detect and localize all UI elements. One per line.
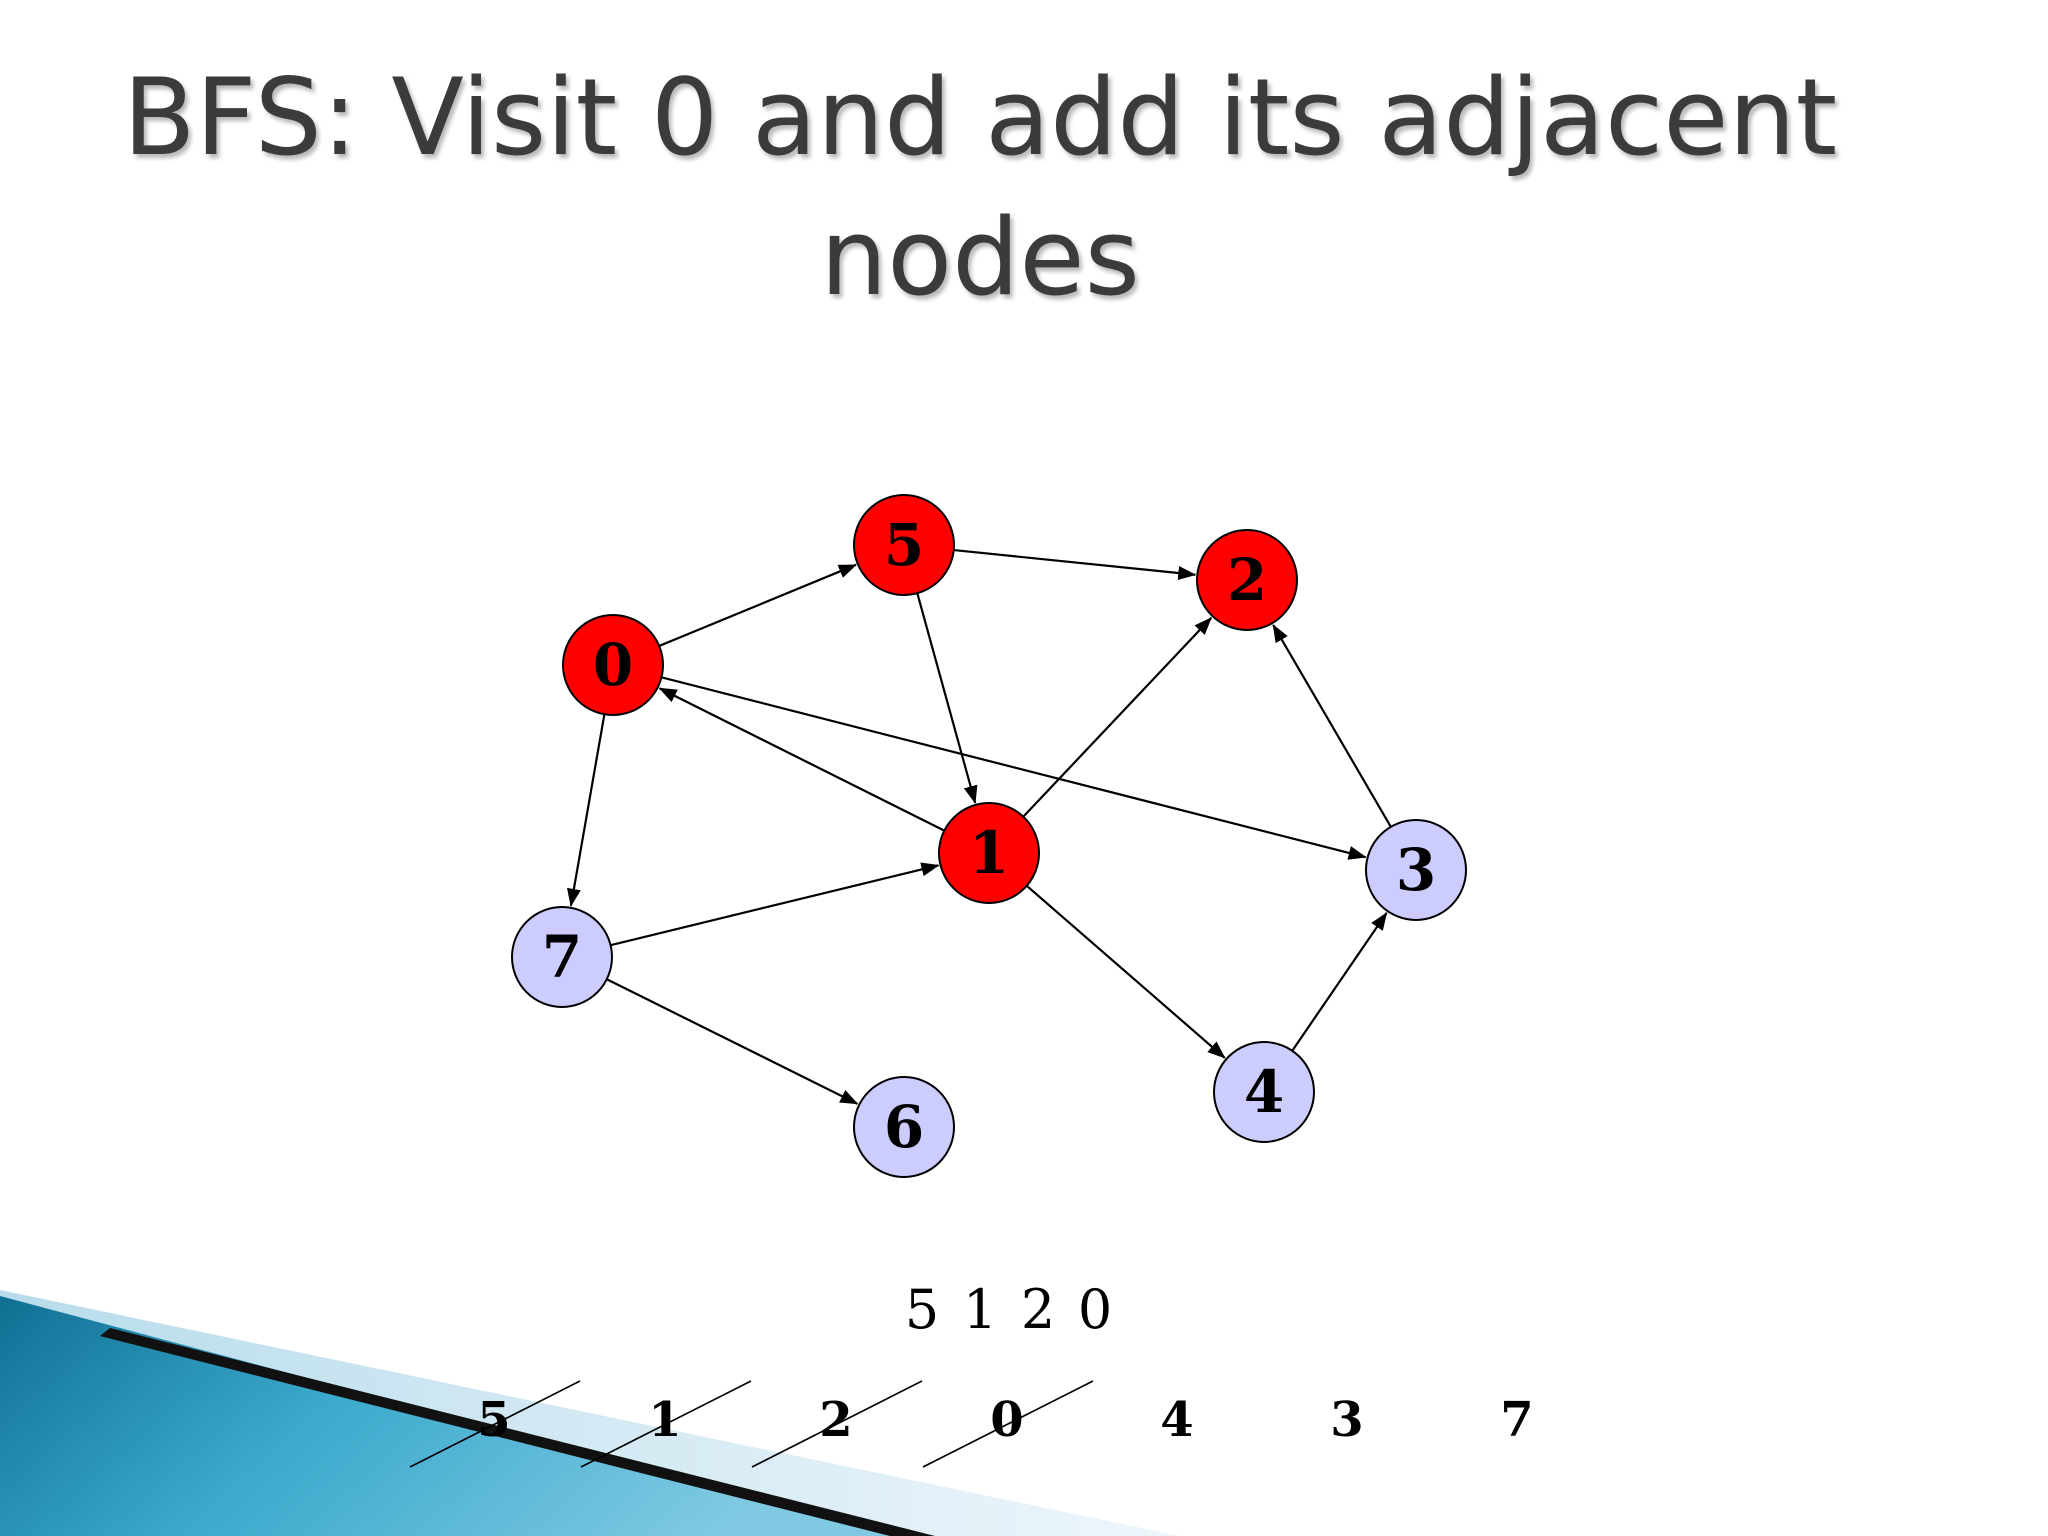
edge-5-to-1 <box>916 592 978 804</box>
node-6: 6 <box>853 1076 955 1178</box>
slide-title-line-1: BFS: Visit 0 and add its adjacent <box>122 56 1838 179</box>
node-1-label: 1 <box>969 819 1009 887</box>
node-3-circle <box>1365 819 1467 921</box>
swoosh-dark-stripe <box>100 1328 935 1536</box>
node-6-label: 6 <box>884 1093 924 1161</box>
queue-item-1: 1 <box>648 1392 681 1448</box>
queue-item-4: 4 <box>1160 1392 1193 1448</box>
node-4: 4 <box>1213 1041 1315 1143</box>
queue-item-0-strike <box>922 1380 1094 1468</box>
node-4-circle <box>1213 1041 1315 1143</box>
node-0-label: 0 <box>593 631 633 699</box>
node-1: 1 <box>938 802 1040 904</box>
queue-item-7: 7 <box>1500 1392 1533 1448</box>
node-0-circle <box>562 614 664 716</box>
node-5-label: 5 <box>884 511 924 579</box>
node-6-circle <box>853 1076 955 1178</box>
graph-nodes: 0 5 2 1 3 7 4 6 <box>511 494 1467 1178</box>
edge-3-to-2 <box>1272 624 1392 828</box>
node-7: 7 <box>511 906 613 1008</box>
node-3-label: 3 <box>1396 836 1436 904</box>
edge-7-to-6 <box>606 978 859 1105</box>
node-0: 0 <box>562 614 664 716</box>
queue-item-5-strike <box>409 1380 581 1468</box>
edge-0-to-7 <box>566 714 606 907</box>
node-3: 3 <box>1365 819 1467 921</box>
edge-7-to-1 <box>610 862 940 947</box>
edge-5-to-2 <box>953 548 1197 580</box>
node-1-circle <box>938 802 1040 904</box>
edge-0-to-3 <box>661 676 1367 860</box>
edge-1-to-0 <box>658 687 945 832</box>
node-5-circle <box>853 494 955 596</box>
edge-4-to-3 <box>1291 912 1388 1052</box>
slide-title: BFS: Visit 0 and add its adjacent nodes <box>0 48 1960 328</box>
visit-sequence-item: 2 <box>1021 1278 1055 1341</box>
node-7-circle <box>511 906 613 1008</box>
queue-item-0: 0 <box>990 1392 1023 1448</box>
edge-1-to-4 <box>1026 884 1226 1059</box>
node-2: 2 <box>1196 529 1298 631</box>
node-4-label: 4 <box>1244 1058 1284 1126</box>
node-2-label: 2 <box>1227 546 1267 614</box>
queue-item-1-strike <box>580 1380 752 1468</box>
corner-swoosh-decoration <box>0 1290 1180 1536</box>
node-5: 5 <box>853 494 955 596</box>
visit-sequence-item: 1 <box>963 1278 997 1341</box>
visit-sequence-item: 0 <box>1078 1278 1112 1341</box>
graph-edges <box>566 548 1392 1105</box>
queue-item-2-strike <box>751 1380 923 1468</box>
queue-item-2: 2 <box>819 1392 852 1448</box>
edge-0-to-5 <box>658 563 857 647</box>
bfs-queue: 5 1 2 0 4 3 7 <box>409 1380 1534 1468</box>
node-2-circle <box>1196 529 1298 631</box>
visit-sequence-item: 5 <box>905 1278 939 1341</box>
edge-1-to-2 <box>1022 617 1213 818</box>
queue-item-5: 5 <box>477 1392 510 1448</box>
node-7-label: 7 <box>542 923 582 991</box>
slide-title-line-2: nodes <box>820 196 1140 319</box>
queue-item-3: 3 <box>1330 1392 1363 1448</box>
